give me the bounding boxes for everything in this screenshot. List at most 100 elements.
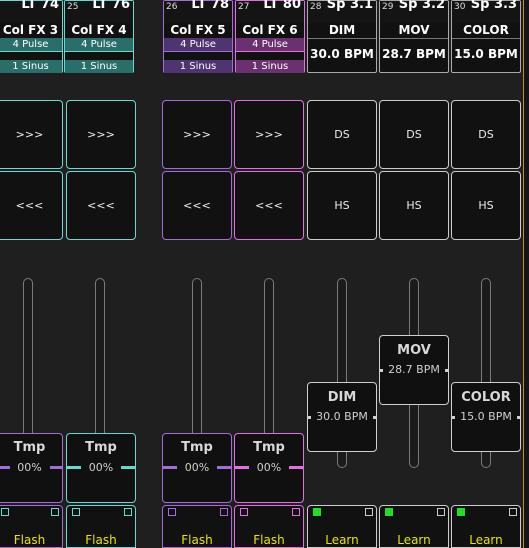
exec-button-back-4[interactable]: <<< <box>234 171 304 240</box>
executor-header-27[interactable]: 27 LT 80 Col FX 6 4 Pulse 1 Sinus <box>235 0 305 73</box>
learn-button-dim[interactable]: Learn <box>307 505 377 548</box>
fader-knob-tmp-4[interactable]: Tmp 00% <box>234 433 304 503</box>
flash-button-1[interactable]: Flash <box>0 505 63 548</box>
learn-button-color[interactable]: Learn <box>451 505 521 548</box>
status-led-icon <box>168 508 176 516</box>
flash-button-2[interactable]: Flash <box>66 505 136 548</box>
exec-button-hs-1[interactable]: HS <box>307 171 377 240</box>
right-edge-bar <box>523 0 529 548</box>
exec-button-forward-3[interactable]: >>> <box>162 100 232 169</box>
fader-knob-tmp-3[interactable]: Tmp 00% <box>162 433 232 503</box>
status-led-icon <box>240 508 248 516</box>
fader-title: MOV <box>397 343 431 358</box>
executor-name: Col FX 5 <box>170 23 226 37</box>
status-led-icon <box>437 508 445 516</box>
fader-title: Tmp <box>181 440 213 455</box>
executor-name: COLOR <box>463 23 509 37</box>
fader-track-5[interactable] <box>337 278 347 468</box>
executor-header-25[interactable]: 25 LT 76 Col FX 4 4 Pulse 1 Sinus <box>64 0 134 73</box>
executor-cue-label: 4 Pulse <box>81 39 117 50</box>
executor-number: 26 <box>166 2 178 12</box>
executor-name: Col FX 6 <box>242 23 298 37</box>
executor-page-label: LT 74 <box>21 0 59 12</box>
flash-button-3[interactable]: Flash <box>162 505 232 548</box>
button-label: Flash <box>181 533 213 547</box>
executor-header-28[interactable]: 28 Sp 3.1 DIM 30.0 BPM <box>307 0 377 73</box>
fader-knob-color[interactable]: COLOR 15.0 BPM <box>451 382 521 452</box>
status-led-icon <box>220 508 228 516</box>
executor-bpm: 30.0 BPM <box>310 47 374 61</box>
executor-next-cue: 1 Sinus <box>251 61 289 72</box>
exec-button-forward-4[interactable]: >>> <box>234 100 304 169</box>
executor-number: 25 <box>67 2 79 12</box>
fader-marker-left <box>452 416 455 419</box>
fader-title: Tmp <box>13 440 46 455</box>
fader-knob-tmp-1[interactable]: Tmp 00% <box>0 433 63 503</box>
button-label: Learn <box>325 533 359 547</box>
fader-value: 15.0 BPM <box>460 410 512 423</box>
executor-name: DIM <box>328 23 356 37</box>
status-led-icon <box>509 508 517 516</box>
exec-button-hs-2[interactable]: HS <box>379 171 449 240</box>
exec-button-forward-1[interactable]: >>> <box>0 100 63 169</box>
fader-knob-tmp-2[interactable]: Tmp 00% <box>66 433 136 503</box>
executor-header-26[interactable]: 26 LT 78 Col FX 5 4 Pulse 1 Sinus <box>163 0 233 73</box>
fader-marker-right <box>517 416 520 419</box>
status-led-icon <box>72 508 80 516</box>
exec-button-ds-2[interactable]: DS <box>379 100 449 169</box>
status-led-icon <box>1 508 9 516</box>
executor-page-label: LT 76 <box>92 0 130 12</box>
executor-number: 27 <box>238 2 250 12</box>
fader-marker-left <box>380 369 383 372</box>
fader-value: 28.7 BPM <box>388 363 440 376</box>
executor-page-label: Sp 3.3 <box>470 0 517 12</box>
executor-next-cue: 1 Sinus <box>80 61 118 72</box>
button-label: Learn <box>469 533 503 547</box>
executor-cue-label: 4 Pulse <box>12 39 49 50</box>
executor-header-29[interactable]: 29 Sp 3.2 MOV 28.7 BPM <box>379 0 449 73</box>
fader-value: 00% <box>249 461 289 474</box>
status-led-icon <box>365 508 373 516</box>
executor-header-24[interactable]: LT 74 Col FX 3 4 Pulse 1 Sinus <box>0 0 63 73</box>
executor-number: 30 <box>454 2 466 12</box>
executor-header-30[interactable]: 30 Sp 3.3 COLOR 15.0 BPM <box>451 0 521 73</box>
fader-value: 00% <box>177 461 217 474</box>
executor-page-label: LT 78 <box>191 0 229 12</box>
exec-button-back-3[interactable]: <<< <box>162 171 232 240</box>
status-led-icon <box>51 508 59 516</box>
status-led-icon <box>457 508 465 516</box>
executor-name: MOV <box>398 23 430 37</box>
executor-cue-label: 4 Pulse <box>180 39 216 50</box>
fader-knob-dim[interactable]: DIM 30.0 BPM <box>307 382 377 452</box>
flash-button-4[interactable]: Flash <box>234 505 304 548</box>
exec-button-ds-3[interactable]: DS <box>451 100 521 169</box>
executor-number: 29 <box>382 2 394 12</box>
fader-title: DIM <box>327 390 357 405</box>
executor-page-label: LT 80 <box>263 0 301 12</box>
executor-name: Col FX 4 <box>71 23 127 37</box>
executor-number: 28 <box>310 2 322 12</box>
exec-button-back-1[interactable]: <<< <box>0 171 63 240</box>
executor-page-label: Sp 3.1 <box>326 0 373 12</box>
fader-marker-right <box>445 369 448 372</box>
exec-button-back-2[interactable]: <<< <box>66 171 136 240</box>
fader-track-7[interactable] <box>481 278 491 468</box>
exec-button-ds-1[interactable]: DS <box>307 100 377 169</box>
fader-value: 00% <box>81 461 121 474</box>
button-label: Flash <box>253 533 285 547</box>
fader-knob-mov[interactable]: MOV 28.7 BPM <box>379 335 449 405</box>
fader-title: Tmp <box>85 440 117 455</box>
status-led-icon <box>385 508 393 516</box>
button-label: Flash <box>85 533 117 547</box>
executor-bpm: 28.7 BPM <box>382 47 446 61</box>
button-label: Flash <box>13 533 46 547</box>
exec-button-hs-3[interactable]: HS <box>451 171 521 240</box>
learn-button-mov[interactable]: Learn <box>379 505 449 548</box>
fader-value: 00% <box>9 461 50 474</box>
executor-cue-label: 4 Pulse <box>252 39 288 50</box>
status-led-icon <box>313 508 321 516</box>
button-label: Learn <box>397 533 431 547</box>
executor-name: Col FX 3 <box>2 23 59 37</box>
exec-button-forward-2[interactable]: >>> <box>66 100 136 169</box>
executor-next-cue: 1 Sinus <box>12 61 49 72</box>
